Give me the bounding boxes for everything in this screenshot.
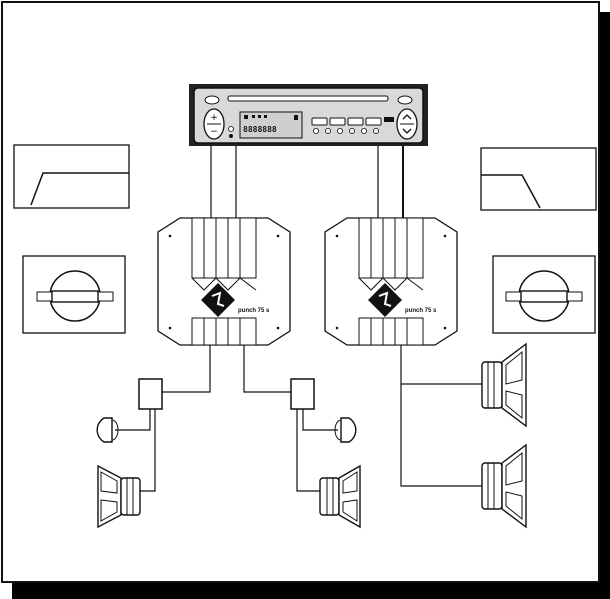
low-pass-filter-graph (481, 148, 596, 210)
lcd-digits: 8888888 (243, 125, 277, 134)
volume-up-icon: + (210, 113, 218, 123)
crossover-knob-right (493, 256, 595, 333)
power-button (398, 96, 412, 104)
crossover-right (291, 379, 314, 409)
amplifier-left: punch 75 s (158, 218, 290, 345)
cd-slot (228, 96, 388, 101)
crossover-left (139, 379, 162, 409)
head-unit: + − 8888888 (189, 84, 428, 146)
crossover-knob-left (23, 256, 125, 333)
volume-down-icon: − (210, 127, 218, 137)
amplifier-right: punch 75 s (325, 218, 457, 345)
high-pass-filter-graph (14, 145, 129, 208)
amp-badge: punch 75 s (238, 308, 270, 314)
amp-badge: punch 75 s (405, 308, 437, 314)
eject-button (205, 96, 219, 104)
